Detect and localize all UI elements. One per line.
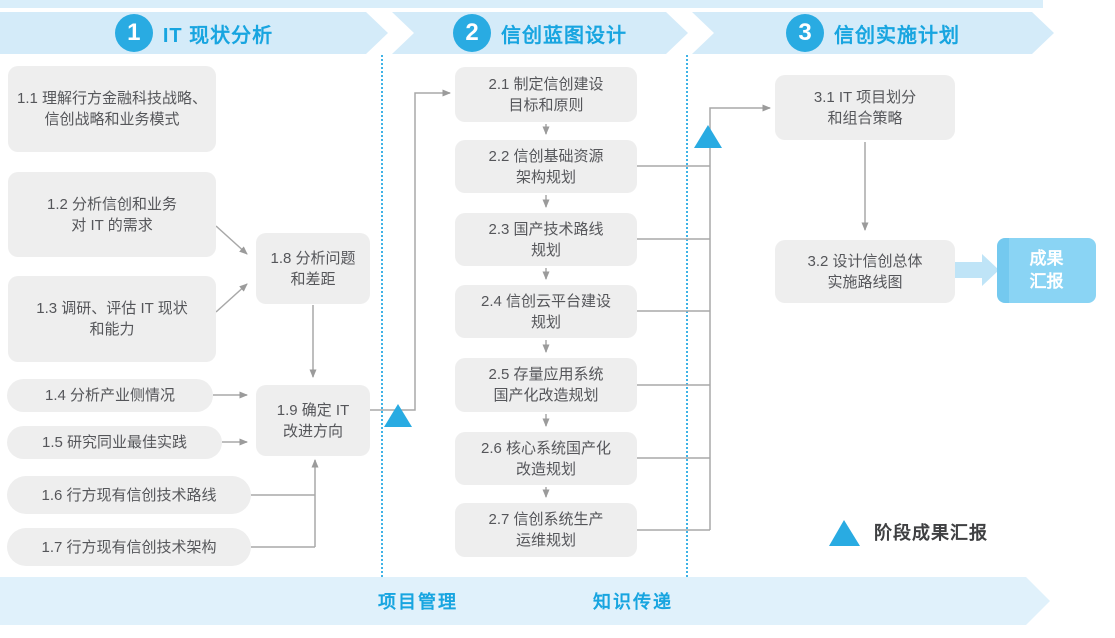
legend-triangle-icon <box>829 520 860 546</box>
node-1-2: 1.2 分析信创和业务 对 IT 的需求 <box>8 172 216 257</box>
node-2-1: 2.1 制定信创建设 目标和原则 <box>455 67 637 122</box>
arrow-1-2-to-1-8 <box>215 225 248 255</box>
phase-1-number-badge: 1 <box>115 14 153 52</box>
node-1-5: 1.5 研究同业最佳实践 <box>7 426 222 459</box>
node-1-8: 1.8 分析问题 和差距 <box>256 233 370 304</box>
node-2-7: 2.7 信创系统生产 运维规划 <box>455 503 637 557</box>
phase-3-title: 信创实施计划 <box>834 24 960 47</box>
phase-separator-2-3 <box>686 55 688 577</box>
node-2-2: 2.2 信创基础资源 架构规划 <box>455 140 637 193</box>
milestone-triangle-phase2 <box>694 125 722 148</box>
arrow-1-3-to-1-8 <box>215 283 248 313</box>
footer-band: 项目管理 知识传递 <box>0 577 1050 625</box>
phase-3-number-badge: 3 <box>786 14 824 52</box>
node-1-6: 1.6 行方现有信创技术路线 <box>7 476 251 514</box>
node-3-1: 3.1 IT 项目划分 和组合策略 <box>775 75 955 140</box>
deliverable-box: 成果 汇报 <box>997 238 1096 303</box>
node-2-4: 2.4 信创云平台建设 规划 <box>455 285 637 338</box>
node-1-4: 1.4 分析产业侧情况 <box>7 379 213 412</box>
arrow-bus-to-3-1 <box>709 104 771 530</box>
phase-band-1: 1 IT 现状分析 <box>0 12 388 54</box>
footer-label-knowledge-transfer: 知识传递 <box>593 592 673 612</box>
node-2-5: 2.5 存量应用系统 国产化改造规划 <box>455 358 637 412</box>
legend-label: 阶段成果汇报 <box>874 523 988 543</box>
node-2-3: 2.3 国产技术路线 规划 <box>455 213 637 266</box>
node-1-3: 1.3 调研、评估 IT 现状 和能力 <box>8 276 216 362</box>
phase-band-2: 2 信创蓝图设计 <box>392 12 688 54</box>
node-2-6: 2.6 核心系统国产化 改造规划 <box>455 432 637 485</box>
footer-label-project-management: 项目管理 <box>378 592 458 612</box>
phase-band-3: 3 信创实施计划 <box>692 12 1054 54</box>
node-1-7: 1.7 行方现有信创技术架构 <box>7 528 251 566</box>
top-accent-strip <box>0 0 1043 8</box>
phase-2-title: 信创蓝图设计 <box>501 24 627 47</box>
phase-separator-1-2 <box>381 55 383 577</box>
node-1-9: 1.9 确定 IT 改进方向 <box>256 385 370 456</box>
phase-1-title: IT 现状分析 <box>162 24 274 47</box>
phase-2-number-badge: 2 <box>453 14 491 52</box>
thick-arrow-3-2-to-deliverable <box>953 254 999 286</box>
node-1-1: 1.1 理解行方金融科技战略、 信创战略和业务模式 <box>8 66 216 152</box>
milestone-triangle-phase1 <box>384 404 412 427</box>
node-3-2: 3.2 设计信创总体 实施路线图 <box>775 240 955 303</box>
